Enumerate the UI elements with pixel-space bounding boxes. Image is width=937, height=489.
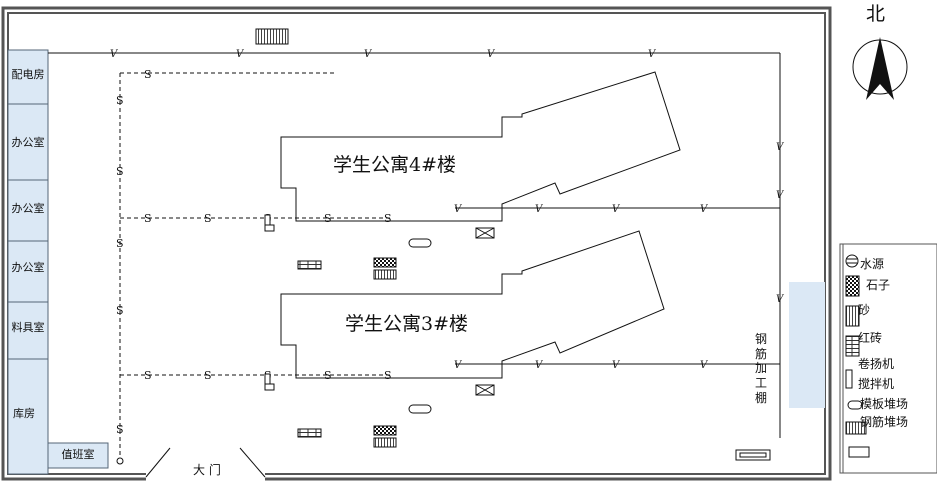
legend-item-sand: 砂 (845, 303, 870, 327)
power-mark: V (612, 204, 621, 215)
water-mark: S (116, 237, 124, 250)
power-mark: V (535, 204, 544, 215)
water-mark: S (116, 304, 124, 317)
legend-label: 水源 (860, 257, 884, 271)
hoist-icon (475, 384, 495, 396)
gate-label: 大 门 (193, 462, 221, 477)
water-mark: S (324, 212, 332, 225)
room-duty (47, 442, 109, 469)
water-mark: S (116, 165, 124, 178)
legend-label: 砂 (858, 303, 870, 317)
room-storage (7, 358, 49, 475)
legend-label: 红砖 (858, 330, 882, 345)
site-symbols (255, 28, 771, 461)
power-marks: V V V V V V V V V V V V V V V V (110, 49, 785, 371)
power-mark: V (454, 204, 463, 215)
rebar-pile-icon (255, 28, 289, 45)
room-office-3 (7, 240, 49, 303)
room-power (7, 49, 49, 105)
legend-item-hoist: 卷扬机 (845, 356, 894, 389)
water-mark: S (116, 94, 124, 107)
power-mark: V (364, 49, 373, 60)
main-gate: 大 门 (145, 447, 266, 478)
legend-item-rebar-yard: 钢筋堆场 (848, 414, 908, 458)
legend-label: 卷扬机 (858, 356, 894, 371)
legend-label: 搅拌机 (858, 376, 894, 391)
rebar-shed-char: 筋 (755, 346, 767, 361)
legend-label: 石子 (866, 278, 890, 292)
power-mark: V (236, 49, 245, 60)
north-label: 北 (866, 3, 885, 25)
water-marks: S S S S S S S S S S S S S S S S (116, 68, 392, 436)
rooms-column: 配电房 办公室 办公室 办公室 料具室 库房 值班室 (7, 49, 109, 475)
rebar-shed-char: 加 (755, 361, 767, 375)
water-line (119, 72, 393, 458)
north-arrow: 北 (852, 3, 908, 100)
rebar-shed-char: 棚 (755, 390, 767, 405)
north-arrow-icon (866, 37, 894, 100)
room-duty-label: 值班室 (62, 447, 95, 461)
legend-item-mixer: 搅拌机 (847, 376, 894, 410)
building-4-label: 学生公寓4#楼 (333, 154, 456, 176)
power-mark: V (776, 294, 785, 305)
legend: 水源 石子 砂 红砖 卷扬机 搅拌机 模板堆场 钢筋堆场 (839, 243, 937, 474)
power-mark: V (110, 49, 119, 60)
water-mark: S (204, 212, 212, 225)
legend-item-red-brick: 红砖 (845, 330, 882, 357)
room-office-3-label: 办公室 (12, 260, 45, 274)
legend-item-formwork-yard: 模板堆场 (845, 397, 908, 435)
power-mark: V (612, 360, 621, 371)
room-tools-label: 料具室 (12, 320, 45, 334)
sand-icon (373, 269, 397, 280)
water-mark: S (204, 369, 212, 382)
room-tools (7, 301, 49, 360)
red-brick-icon (297, 260, 322, 270)
power-line (48, 52, 781, 438)
power-mark: V (700, 204, 709, 215)
hoist-icon (475, 227, 495, 239)
water-source-marker (116, 457, 124, 465)
legend-label: 模板堆场 (860, 397, 908, 411)
room-storage-label: 库房 (13, 407, 35, 420)
water-mark: S (144, 68, 152, 81)
power-mark: V (648, 49, 657, 60)
building-3-outline (280, 230, 665, 379)
formwork-yard-icon (735, 449, 771, 461)
stone-icon (373, 425, 397, 436)
power-mark: V (535, 360, 544, 371)
rebar-shed-char: 工 (755, 376, 767, 390)
sand-icon (373, 437, 397, 448)
stone-icon (373, 257, 397, 268)
mixer-icon (408, 238, 432, 248)
power-mark: V (454, 360, 463, 371)
room-power-label: 配电房 (12, 68, 45, 81)
building-3-label: 学生公寓3#楼 (345, 313, 468, 335)
power-mark: V (776, 190, 785, 201)
mixer-icon (408, 404, 432, 414)
crane-base-icon (264, 373, 275, 391)
red-brick-icon (297, 428, 322, 438)
power-mark: V (700, 360, 709, 371)
water-mark: S (324, 369, 332, 382)
power-mark: V (776, 142, 785, 153)
water-mark: S (116, 423, 124, 436)
water-mark: S (384, 212, 392, 225)
rebar-shed: 钢 筋 加 工 棚 (755, 282, 825, 408)
room-office-1-label: 办公室 (12, 135, 45, 149)
legend-item-water-source: 水源 (845, 254, 884, 271)
room-office-2-label: 办公室 (12, 201, 45, 215)
water-mark: S (384, 369, 392, 382)
legend-label: 钢筋堆场 (860, 414, 908, 429)
rebar-shed-char: 钢 (755, 332, 767, 346)
legend-item-stone: 石子 (845, 275, 890, 297)
room-office-2 (7, 179, 49, 242)
water-mark: S (144, 212, 152, 225)
power-mark: V (487, 49, 496, 60)
room-office-1 (7, 103, 49, 181)
water-mark: S (144, 369, 152, 382)
crane-base-icon (264, 214, 275, 232)
building-4-outline (280, 71, 681, 222)
